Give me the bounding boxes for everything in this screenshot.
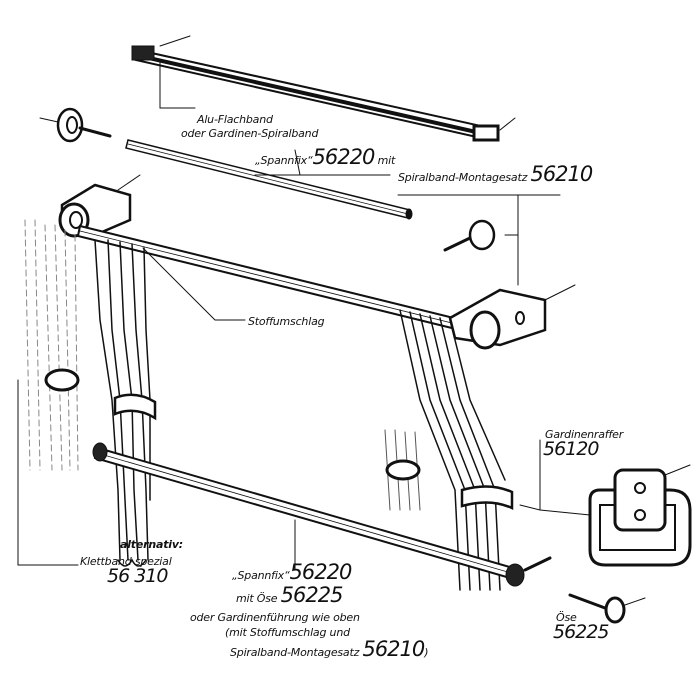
spannfix-top-mit: mit [377,154,396,167]
label-mit-stoffumschlag: (mit Stoffumschlag und [225,626,350,639]
montagesatz-bottom-number: 56210 [362,637,425,661]
curtain-right [399,309,514,591]
label-montagesatz-bottom: Spiralband-Montagesatz 56210) [230,639,429,660]
klettband-number: 56 310 [107,565,168,587]
screw-knob-right [443,219,496,252]
montagesatz-top-text: Spiralband-Montagesatz [398,171,528,184]
curtain-far-left [24,219,79,471]
gardinenraffer-part [588,464,692,567]
label-oder-spiralband: oder Gardinen-Spiralband [181,127,319,140]
alu-flachband-bar [131,35,516,142]
label-montagesatz-top: Spiralband-Montagesatz 56210 [398,164,593,185]
klettband-ring [44,368,80,392]
label-spannfix-top: „Spannfix“56220 mit [255,147,396,168]
label-alu-flachband: Alu-Flachband [197,113,273,126]
spannfix-bottom-text: „Spannfix“ [232,569,290,582]
mit-oese-text: mit Öse [236,592,278,605]
spannfix-rod-bottom [92,442,552,587]
label-gardinenraffer: Gardinenraffer [545,428,624,441]
gardinenraffer-number: 56120 [543,438,599,460]
spannfix-rod-top [125,139,413,220]
oese-number: 56225 [553,621,609,643]
spannfix-top-text: „Spannfix“ [255,154,313,167]
label-spannfix-bottom: „Spannfix“56220 [232,562,352,583]
spannfix-top-number: 56220 [312,145,376,169]
curtain-sample [384,429,421,511]
leader-lines [17,61,591,571]
label-klettband: Klettband spezial [80,555,172,568]
montagesatz-top-number: 56210 [530,162,593,186]
oese-part [568,593,646,624]
label-alternativ: alternativ: [120,538,183,551]
mit-oese-number: 56225 [280,583,344,607]
screw-cap-top-left [39,107,112,143]
spannfix-bottom-number: 56220 [289,560,353,584]
label-oese: Öse [556,611,577,624]
label-stoffumschlag: Stoffumschlag [248,315,325,328]
label-mit-oese: mit Öse 56225 [236,585,343,606]
curtain-left [94,239,157,567]
bracket-left [58,174,141,238]
bracket-right [448,284,576,350]
montagesatz-bottom-close: ) [424,646,429,659]
label-oder-fuehrung: oder Gardinenführung wie oben [190,611,360,624]
montagesatz-bottom-text: Spiralband-Montagesatz [230,646,360,659]
